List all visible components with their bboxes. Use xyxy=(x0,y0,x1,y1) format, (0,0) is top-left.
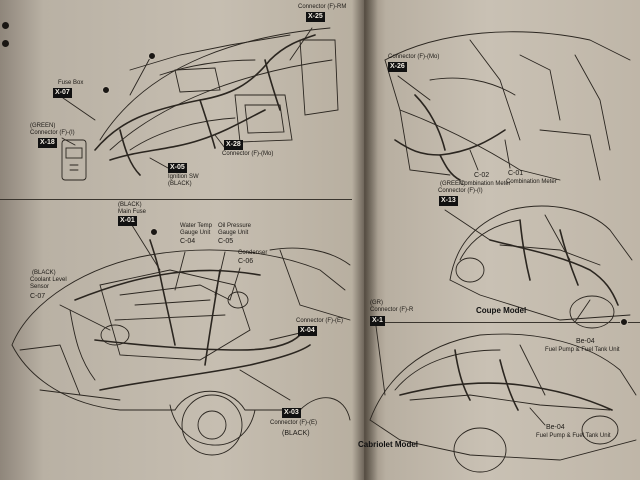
coupe-connector-code: X-13 xyxy=(439,196,458,206)
oil-pressure-label-2: Gauge Unit xyxy=(218,230,249,236)
left-section-divider xyxy=(0,199,352,200)
coolant-label-1: Coolant Level xyxy=(30,277,67,283)
cabriolet-fuel-pump-code: Be-04 xyxy=(546,424,565,431)
locator-dot xyxy=(150,228,158,236)
cabriolet-connector-color: (GR) xyxy=(370,300,383,306)
cabriolet-fuel-pump-label: Fuel Pump & Fuel Tank Unit xyxy=(536,433,611,439)
right-section-divider xyxy=(378,322,640,323)
locator-dot xyxy=(620,318,628,326)
coupe-fuel-pump-code: Be-04 xyxy=(576,338,595,345)
left-page xyxy=(0,0,364,480)
engine-harness xyxy=(74,239,311,391)
coupe-harness xyxy=(489,219,619,306)
connector-fi-label: Connector (F)-(I) xyxy=(30,130,75,136)
coupe-connector-label: Connector (F)-(I) xyxy=(438,188,483,194)
connector-fe-right-label: Connector (F)-(E) xyxy=(296,318,344,324)
oil-pressure-label-1: Oil Pressure xyxy=(218,223,252,229)
header-connector-label: Connector (F)-RM xyxy=(298,4,347,10)
ignition-sw-color: (BLACK) xyxy=(168,181,192,187)
dashboard-harness xyxy=(94,34,316,176)
connector-fm-code: X-28 xyxy=(224,140,243,150)
fuse-box-drawing xyxy=(61,139,87,181)
connector-fe-bottom-code: X-03 xyxy=(282,408,301,418)
oil-pressure-code: C-05 xyxy=(218,238,234,245)
water-temp-code: C-04 xyxy=(180,238,196,245)
main-fuse-label: Main Fuse xyxy=(118,209,147,215)
ignition-sw-label: Ignition SW xyxy=(168,174,199,180)
coolant-color: (BLACK) xyxy=(32,270,56,276)
binder-hole xyxy=(2,40,9,47)
locator-dot xyxy=(102,86,110,94)
main-fuse-code: X-01 xyxy=(118,216,137,226)
fuse-box-code: X-07 xyxy=(53,88,72,98)
connector-fi-code: X-18 xyxy=(38,138,57,148)
coupe-fuel-pump-label: Fuel Pump & Fuel Tank Unit xyxy=(545,347,620,353)
ignition-sw-code: X-05 xyxy=(168,163,187,173)
cabriolet-connector-code: X-1 xyxy=(370,316,385,326)
coupe-connector-color: (GREEN) xyxy=(440,181,466,187)
coupe-model-title: Coupe Model xyxy=(476,306,527,315)
connector-fm-label: Connector (F)-(Mo) xyxy=(222,151,274,157)
combination-meter-2-label: Combination Meter xyxy=(506,179,557,185)
combination-meter-2-code: C-01 xyxy=(508,170,524,177)
connector-code-x25: X-25 xyxy=(306,12,325,22)
cabriolet-car-outline xyxy=(369,333,637,473)
combination-meter-1-label: Combination Meter xyxy=(460,181,511,187)
coolant-code: C-07 xyxy=(30,293,46,300)
connector-fe-right-code: X-04 xyxy=(298,326,317,336)
connector-fi-color: (GREEN) xyxy=(30,123,56,129)
cabriolet-model-title: Cabriolet Model xyxy=(358,440,419,449)
coolant-label-2: Sensor xyxy=(30,284,50,290)
engine-car-outline xyxy=(11,247,351,456)
water-temp-label-1: Water Temp xyxy=(180,223,213,229)
book-gutter xyxy=(352,0,378,480)
combination-meter-1-code: C-02 xyxy=(474,172,490,179)
right-connector-fm-label: Connector (F)-(Mo) xyxy=(388,54,440,60)
dashboard-outline xyxy=(99,27,339,151)
water-temp-label-2: Gauge Unit xyxy=(180,230,211,236)
connector-fe-bottom-color: (BLACK) xyxy=(282,430,310,437)
cabriolet-harness xyxy=(399,349,613,411)
connector-fe-bottom-label: Connector (F)-(E) xyxy=(270,420,318,426)
main-fuse-color: (BLACK) xyxy=(118,202,142,208)
binder-hole xyxy=(2,22,9,29)
locator-dot xyxy=(148,52,156,60)
fuse-box-label: Fuse Box xyxy=(58,80,84,86)
engine-block xyxy=(69,269,251,381)
condenser-label: Condenser xyxy=(238,250,268,256)
right-connector-fm-code: X-26 xyxy=(388,62,407,72)
cabriolet-connector-label: Connector (F)-R xyxy=(370,307,414,313)
right-dashboard-harness xyxy=(394,94,506,181)
coupe-car-outline xyxy=(449,205,633,329)
right-dashboard-outline xyxy=(384,31,631,181)
condenser-code: C-06 xyxy=(238,258,254,265)
